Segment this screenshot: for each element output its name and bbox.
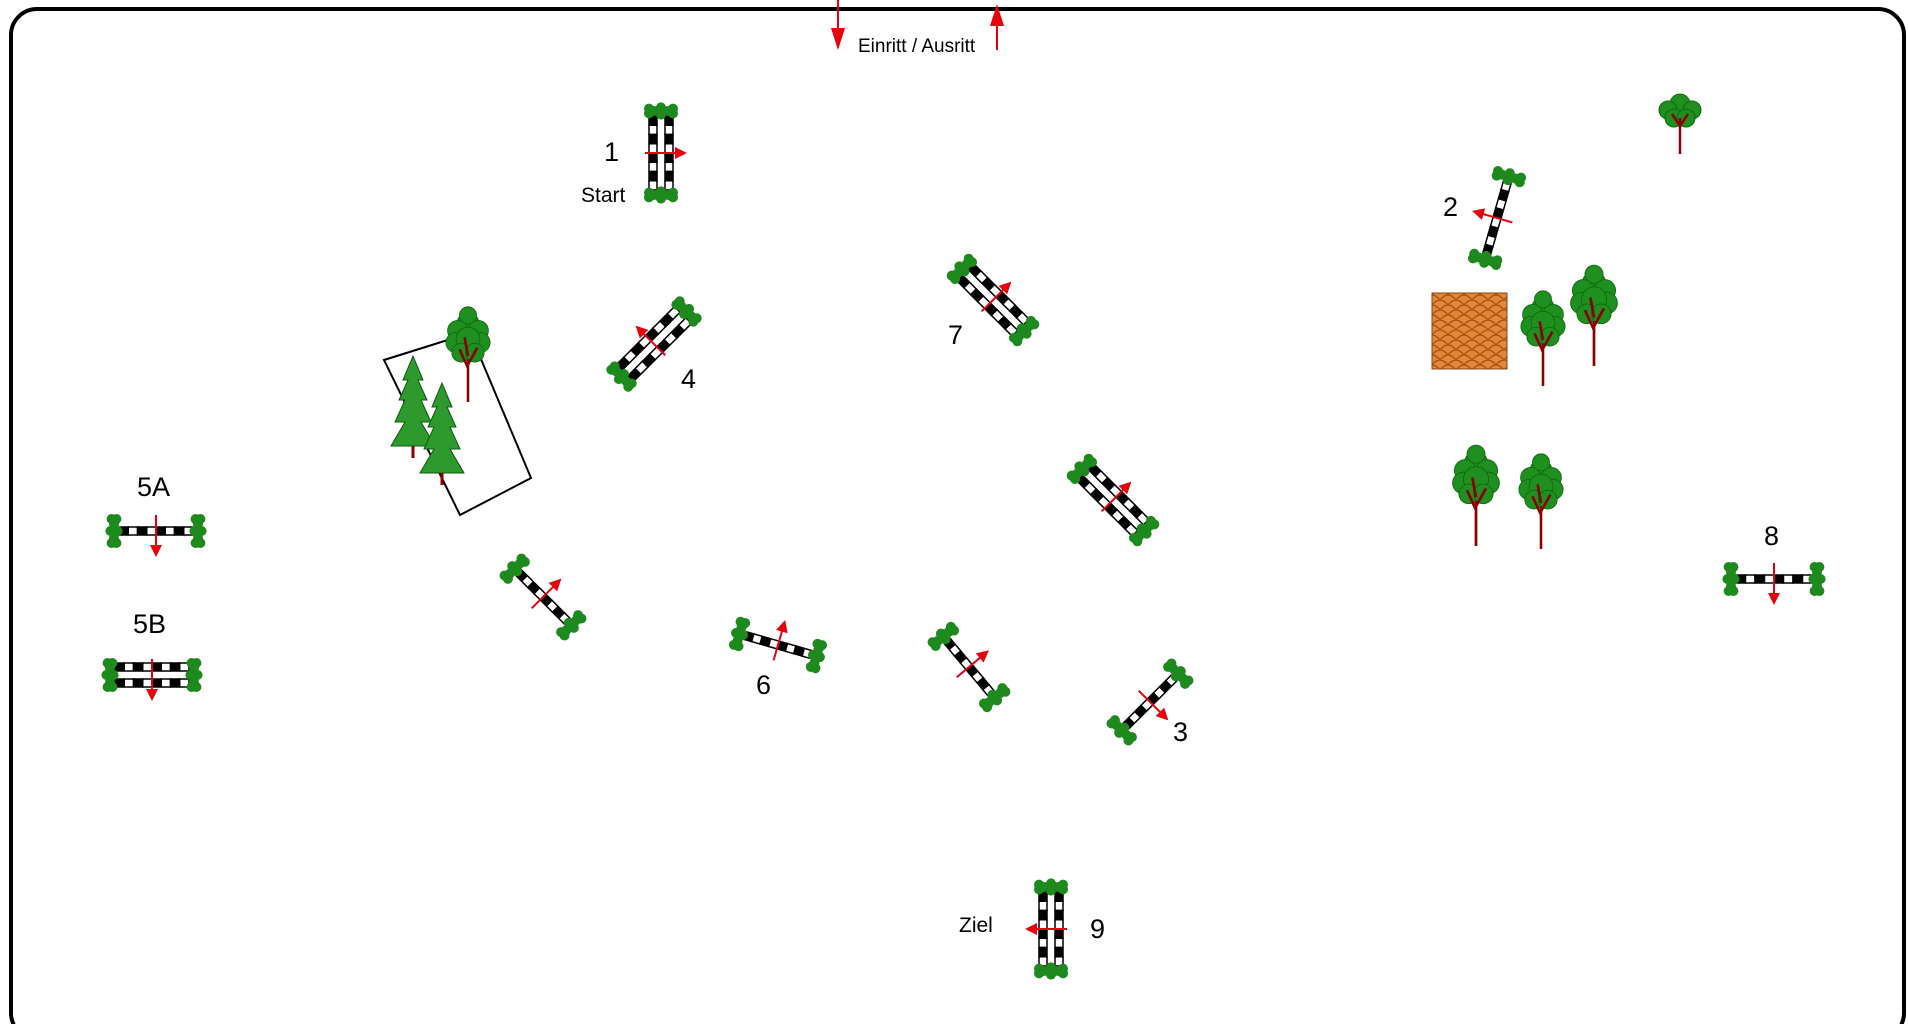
entrance-label: Einritt / Ausritt	[858, 36, 976, 57]
obstacle-number-6: 6	[756, 670, 771, 700]
direction-arrow	[956, 650, 989, 679]
deciduous-tree	[1518, 453, 1564, 550]
start-label: Start	[581, 184, 626, 207]
obstacle-number-1: 1	[604, 137, 619, 167]
obstacle-number-9: 9	[1090, 914, 1105, 944]
arena-border	[9, 7, 1906, 1024]
obstacle-6	[728, 616, 828, 674]
entry-arrow	[831, 0, 845, 50]
obstacle-5a	[105, 514, 207, 557]
obstacle-number-5a: 5A	[137, 472, 170, 502]
deciduous-tree	[1520, 290, 1566, 387]
trees	[390, 93, 1702, 550]
direction-arrow	[1025, 923, 1067, 935]
obstacle-number-7: 7	[948, 320, 963, 350]
obstacle-9	[1025, 878, 1068, 980]
pine-tree	[390, 354, 436, 458]
direction-arrow	[1768, 563, 1780, 605]
obstacle-number-8: 8	[1764, 521, 1779, 551]
obstacle-4	[606, 296, 702, 392]
direction-arrow	[150, 515, 162, 557]
obstacle-8	[1722, 562, 1826, 605]
small-tree	[1658, 93, 1702, 154]
exit-arrow	[990, 4, 1004, 50]
obstacle-7	[946, 253, 1040, 347]
direction-arrow	[146, 659, 158, 701]
pine-tree	[419, 381, 465, 485]
direction-arrow	[1472, 208, 1513, 224]
obstacle-1	[644, 102, 687, 204]
obstacles	[101, 102, 1826, 980]
obstacle-u1	[499, 553, 587, 641]
direction-arrow	[772, 620, 788, 661]
obstacle-u3	[1066, 453, 1160, 547]
obstacle-2	[1467, 166, 1527, 270]
obstacle-u2	[927, 621, 1011, 713]
entrance-exit: Einritt / Ausritt	[831, 0, 1004, 57]
deciduous-tree	[1452, 444, 1500, 547]
obstacle-number-2: 2	[1443, 192, 1458, 222]
deciduous-tree	[445, 306, 491, 403]
finish-label: Ziel	[959, 914, 993, 937]
direction-arrow	[645, 147, 687, 159]
direction-arrow	[1100, 481, 1132, 513]
obstacle-number-4: 4	[681, 364, 696, 394]
obstacle-number-3: 3	[1173, 717, 1188, 747]
deciduous-tree	[1570, 264, 1618, 367]
wall-obstacle	[1431, 292, 1508, 370]
obstacle-number-5b: 5B	[133, 609, 166, 639]
obstacle-5b	[101, 658, 203, 701]
